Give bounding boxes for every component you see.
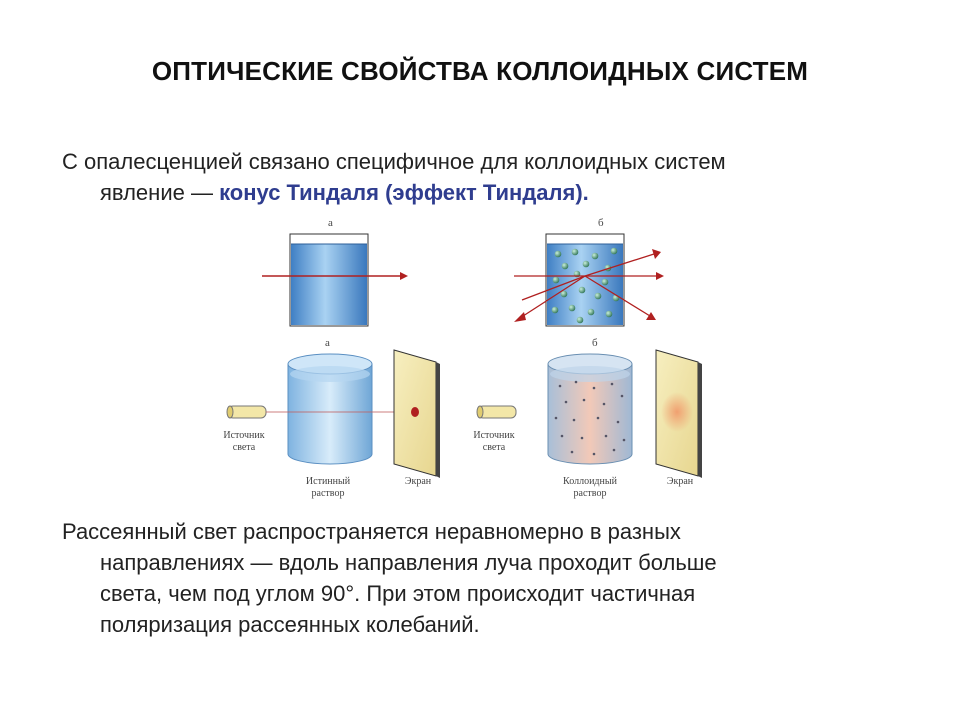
colloid-particles-bottom <box>554 380 626 456</box>
tyndall-highlight: конус Тиндаля (эффект Тиндаля) <box>219 180 583 205</box>
label-bottom-b: б <box>592 337 598 349</box>
paragraph-scattering: Рассеянный свет распространяется неравно… <box>62 516 922 640</box>
intro-line-2-end: . <box>582 180 589 205</box>
beam-top-left <box>262 272 408 280</box>
slide-title: ОПТИЧЕСКИЕ СВОЙСТВА КОЛЛОИДНЫХ СИСТЕМ <box>151 56 809 86</box>
label-top-b: б <box>598 217 604 229</box>
screen-right <box>655 349 702 478</box>
intro-line-1: С опалесценцией связано специфичное для … <box>62 149 726 174</box>
scatter-line-1: Рассеянный свет распространяется неравно… <box>62 519 681 544</box>
scattered-beams <box>514 249 664 322</box>
diffuse-glow <box>661 392 693 432</box>
screen-left <box>393 349 440 478</box>
true-solution-line1: Истинный <box>306 476 351 487</box>
light-spot <box>411 407 419 417</box>
source-left-line1: Источник <box>223 430 264 441</box>
scatter-line-3: света, чем под углом 90°. При этом проис… <box>100 581 696 606</box>
screen-right-label: Экран <box>667 476 694 487</box>
beaker-true-top <box>289 233 369 327</box>
source-right-line1: Источник <box>473 430 514 441</box>
cylinder-colloid-bottom <box>547 353 633 465</box>
light-source-left <box>226 405 267 419</box>
source-left-line2: света <box>233 442 256 453</box>
tyndall-figure: а б <box>223 217 702 499</box>
screen-left-label: Экран <box>405 476 432 487</box>
scatter-line-4: поляризация рассеянных колебаний. <box>100 612 480 637</box>
colloid-solution-line2: раствор <box>574 488 607 499</box>
true-solution-line2: раствор <box>312 488 345 499</box>
label-bottom-a: а <box>325 337 330 349</box>
paragraph-intro: С опалесценцией связано специфичное для … <box>62 146 922 208</box>
intro-line-2-start: явление — <box>100 180 220 205</box>
cylinder-true-bottom <box>287 353 373 465</box>
intro-line-2: явление — конус Тиндаля (эффект Тиндаля)… <box>62 177 922 208</box>
light-source-right <box>476 405 517 419</box>
label-top-a: а <box>328 217 333 229</box>
scatter-line-2: направлениях — вдоль направления луча пр… <box>100 550 717 575</box>
colloid-solution-line1: Коллоидный <box>563 476 618 487</box>
source-right-line2: света <box>483 442 506 453</box>
